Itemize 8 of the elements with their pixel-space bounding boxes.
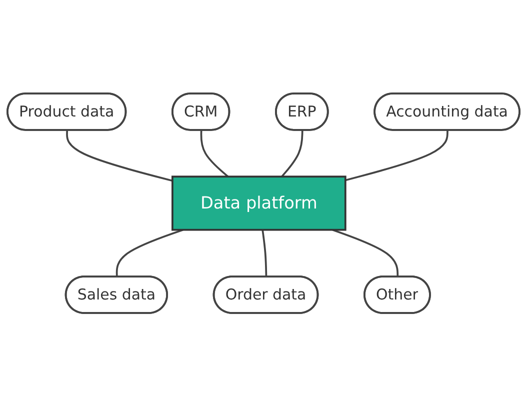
connector bbox=[281, 130, 304, 178]
connector bbox=[345, 130, 448, 182]
connector bbox=[200, 130, 229, 178]
node-box: Data platform bbox=[172, 176, 346, 232]
connector bbox=[332, 229, 399, 278]
connector bbox=[116, 229, 184, 278]
connector bbox=[262, 230, 268, 278]
connector bbox=[66, 130, 173, 182]
